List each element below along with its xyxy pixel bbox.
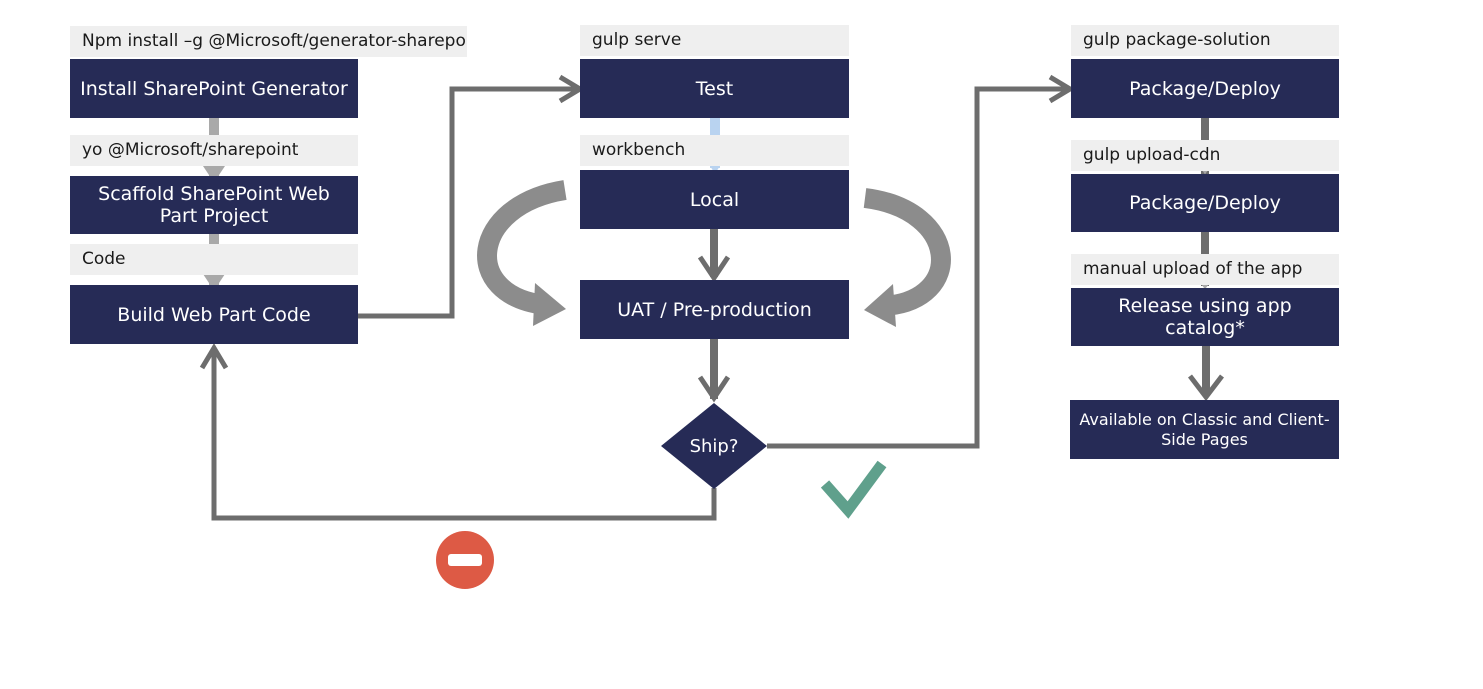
step-scaffold-project: Scaffold SharePoint Web Part Project: [70, 176, 358, 234]
step-test: Test: [580, 59, 849, 118]
command-upload-cdn: gulp upload-cdn: [1071, 140, 1339, 171]
command-package-solution: gulp package-solution: [1071, 25, 1339, 56]
arrow-release-to-available: [1188, 346, 1224, 402]
step-release-app-catalog: Release using app catalog*: [1071, 288, 1339, 346]
step-available-pages: Available on Classic and Client-Side Pag…: [1070, 400, 1339, 459]
command-install-generator: Npm install –g @Microsoft/generator-shar…: [70, 26, 467, 57]
checkmark-icon: [820, 460, 887, 519]
decision-diamond: [661, 403, 767, 489]
step-install-generator: Install SharePoint Generator: [70, 59, 358, 118]
step-build-web-part: Build Web Part Code: [70, 285, 358, 344]
curved-arrow-right: [863, 188, 951, 327]
curved-arrow-left: [477, 180, 567, 326]
connector-build-to-test: [358, 74, 585, 319]
connector-ship-to-package: [767, 74, 1075, 449]
command-manual-upload: manual upload of the app: [1071, 254, 1339, 285]
arrow-local-to-uat: [697, 229, 731, 283]
step-uat-preproduction: UAT / Pre-production: [580, 280, 849, 339]
command-workbench: workbench: [580, 135, 849, 166]
step-local: Local: [580, 170, 849, 229]
arrow-uat-to-ship: [697, 339, 731, 403]
command-scaffold: yo @Microsoft/sharepoint: [70, 135, 358, 166]
no-entry-icon: [436, 531, 494, 589]
command-code: Code: [70, 244, 358, 275]
connector-ship-to-build: [199, 343, 717, 521]
command-gulp-serve: gulp serve: [580, 25, 849, 56]
step-package-deploy-1: Package/Deploy: [1071, 59, 1339, 118]
step-package-deploy-2: Package/Deploy: [1071, 174, 1339, 232]
decision-ship-label: Ship?: [689, 435, 739, 457]
